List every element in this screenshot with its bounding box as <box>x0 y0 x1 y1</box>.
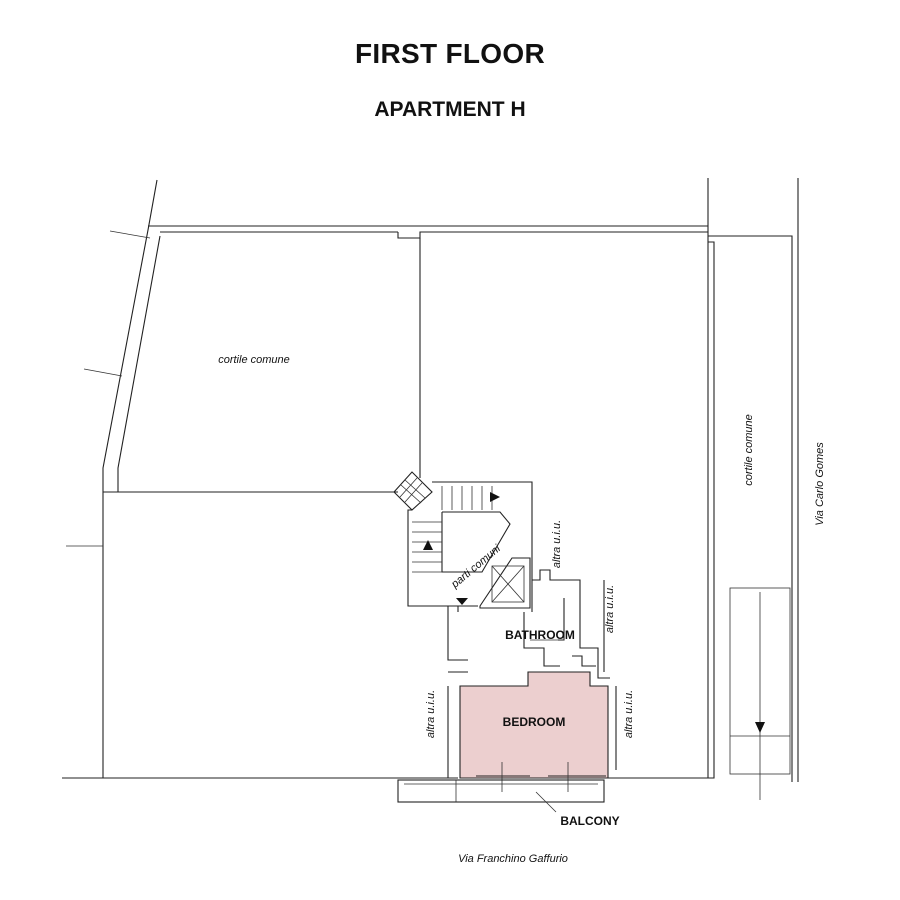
building-outline <box>62 179 708 779</box>
arrow-right-icon <box>490 492 500 502</box>
stair-core <box>393 471 533 612</box>
courtyard-label: cortile comune <box>218 354 290 366</box>
balcony-label: BALCONY <box>560 814 619 828</box>
street-label: Via Franchino Gaffurio <box>458 853 568 865</box>
page-title: FIRST FLOOR <box>355 38 545 69</box>
arrow-down-icon <box>755 722 765 733</box>
other-unit-label: altra u.i.u. <box>604 585 616 633</box>
courtyard-label: cortile comune <box>743 414 755 486</box>
arrow-down-icon <box>456 598 468 605</box>
bathroom-label: BATHROOM <box>505 628 575 642</box>
arrow-up-icon <box>423 540 433 550</box>
other-unit-label: altra u.i.u. <box>551 520 563 568</box>
other-unit-label: altra u.i.u. <box>425 690 437 738</box>
street-label: Via Carlo Gomes <box>814 442 826 526</box>
other-unit-label: altra u.i.u. <box>623 690 635 738</box>
bedroom-area <box>459 671 609 779</box>
apartment-subtitle: APARTMENT H <box>374 98 526 121</box>
right-courtyard <box>707 178 799 800</box>
bedroom-label: BEDROOM <box>503 715 566 729</box>
apartment-h <box>397 569 617 813</box>
